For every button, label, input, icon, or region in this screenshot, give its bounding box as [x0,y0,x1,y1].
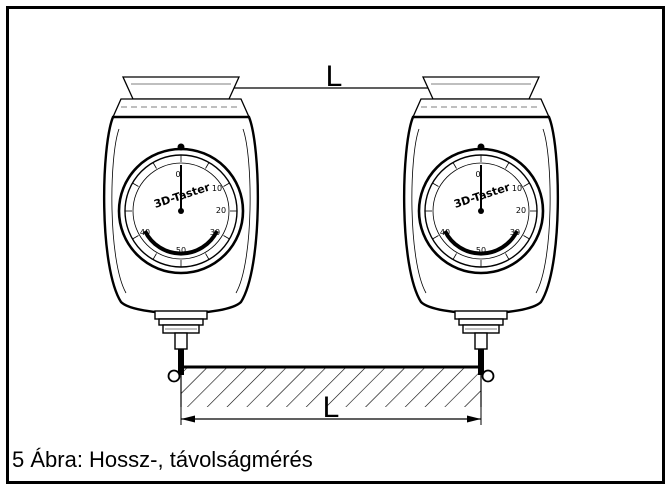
left-gauge-num-20: 20 [216,206,226,215]
right-gauge-num-20: 20 [516,206,526,215]
workpiece [180,365,482,407]
left-gauge-num-30: 30 [210,228,220,237]
top-dimension-label: L [326,60,343,93]
right-stylus-ball [481,369,495,383]
left-gauge-num-40: 40 [140,228,150,237]
left-gauge-num-10: 10 [212,184,222,193]
figure-caption: 5 Ábra: Hossz-, távolságmérés [12,447,313,472]
bottom-dimension: L [180,391,482,425]
bottom-dimension-label: L [323,391,340,424]
right-gauge-num-50: 50 [476,246,486,255]
left-gauge-num-0: 0 [175,170,180,179]
right-gauge-num-40: 40 [440,228,450,237]
left-stylus-ball [167,369,181,383]
right-gauge-num-30: 30 [510,228,520,237]
right-gauge-num-0: 0 [475,170,480,179]
left-gauge-num-50: 50 [176,246,186,255]
right-gauge: 3D-Taster 0 10 20 30 40 50 [402,75,560,377]
left-gauge: 3D-Taster 0 10 20 30 40 50 [102,75,260,377]
right-gauge-num-10: 10 [512,184,522,193]
